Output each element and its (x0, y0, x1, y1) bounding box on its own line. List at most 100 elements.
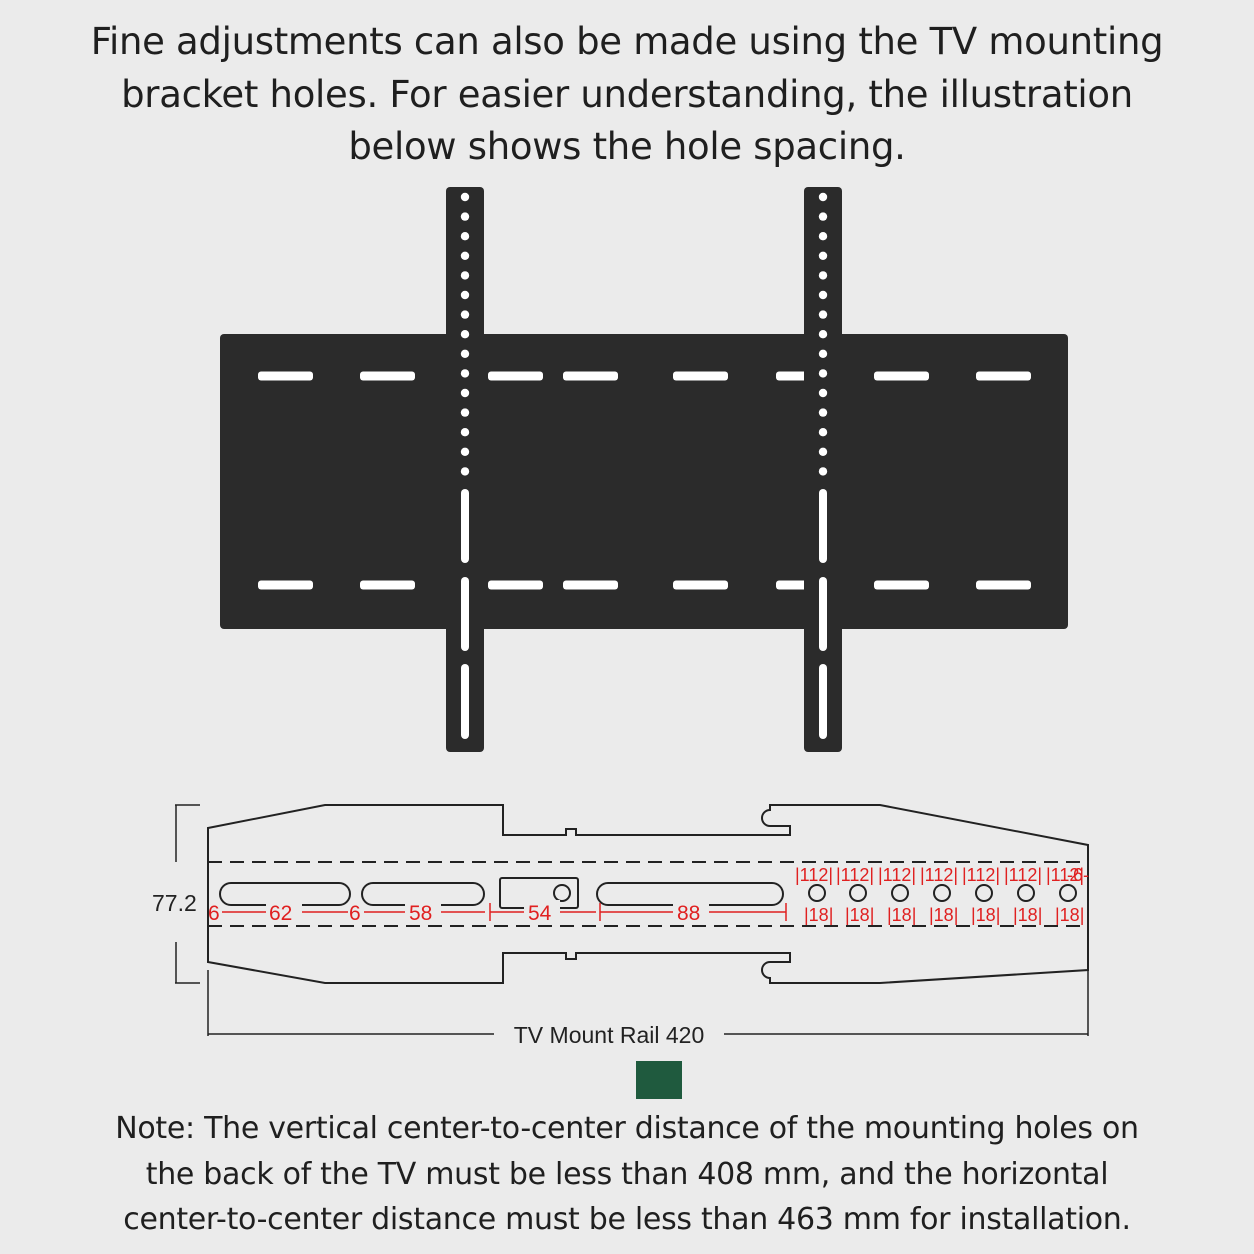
arm-hole-1-9 (818, 369, 828, 378)
rail-illustration: 77.2 6 62 6 58 54 88 |112||18||112||18||… (152, 804, 1089, 1048)
plate-slot-0-0 (258, 371, 313, 381)
rail-hole-6 (1059, 884, 1077, 902)
arm-hole-1-6 (818, 310, 828, 319)
note-line-1: Note: The vertical center-to-center dist… (115, 1111, 1139, 1146)
arm-hole-0-7 (460, 330, 470, 339)
arm-hole-1-5 (818, 290, 828, 300)
arm-hole-1-2 (818, 232, 828, 241)
plate-slot-0-1 (360, 371, 415, 381)
rail-hole-5 (1017, 884, 1035, 902)
rail-holes (808, 884, 1077, 902)
rail-length-label: TV Mount Rail 420 (514, 1022, 704, 1048)
arm-hole-0-3 (460, 251, 470, 260)
hole-top-label-5: |112| (1004, 865, 1042, 885)
arm-slot-1-0 (819, 489, 827, 563)
plate-slot-1-1 (360, 580, 415, 590)
plate-slots (258, 371, 1031, 590)
heading-line-1: Fine adjustments can also be made using … (90, 20, 1164, 63)
hole-bottom-label-3: |18| (929, 905, 958, 925)
arm-hole-0-2 (460, 232, 470, 241)
plate-slot-1-4 (673, 580, 728, 590)
arm-slot-0-1 (461, 577, 469, 651)
rail-outline (207, 804, 1089, 984)
color-swatch (636, 1061, 682, 1099)
hole-bottom-label-1: |18| (845, 905, 874, 925)
hole-top-label-end: -6- (1067, 865, 1089, 885)
hole-top-label-2: |112| (878, 865, 916, 885)
dim-label-54: 54 (528, 902, 552, 925)
note-text: Note: The vertical center-to-center dist… (0, 1106, 1254, 1243)
arm-hole-1-3 (818, 251, 828, 260)
plate-slot-0-4 (673, 371, 728, 381)
plate-slot-0-2 (488, 371, 543, 381)
hole-bottom-label-5: |18| (1013, 905, 1042, 925)
arm-hole-1-8 (818, 349, 828, 358)
arm-hole-0-6 (460, 310, 470, 319)
arm-hole-0-12 (460, 428, 470, 437)
arm-hole-1-13 (818, 447, 828, 456)
plate-slot-0-3 (563, 371, 618, 381)
mount-plate (220, 334, 1068, 629)
hole-top-label-4: |112| (962, 865, 1000, 885)
plate-slot-0-6 (874, 371, 929, 381)
hole-top-label-6: |112| (1046, 865, 1084, 885)
hole-bottom-label-2: |18| (887, 905, 916, 925)
arm-slot-1-2 (819, 664, 827, 739)
hole-bottom-label-6: |18| (1055, 905, 1084, 925)
dim-label-88: 88 (677, 902, 700, 925)
arm-hole-1-10 (818, 388, 828, 398)
rail-hole-3 (933, 884, 951, 902)
dim-54-bg (524, 900, 560, 924)
arm-hole-0-0 (460, 192, 470, 202)
rail-hole-0 (808, 884, 826, 902)
arm-slot-0-0 (461, 489, 469, 563)
plate-slot-1-2 (488, 580, 543, 590)
plate-slot-1-7 (976, 580, 1031, 590)
plate-slot-1-6 (874, 580, 929, 590)
arm-slot-0-2 (461, 664, 469, 739)
hole-top-label-3: |112| (920, 865, 958, 885)
arm-hole-1-0 (818, 192, 828, 202)
dim-label-6-left: 6 (208, 902, 220, 925)
plate-slot-0-7 (976, 371, 1031, 381)
dim-58-bg (405, 900, 441, 924)
note-line-2: the back of the TV must be less than 408… (145, 1156, 1109, 1192)
arm-hole-0-9 (460, 369, 470, 378)
slot-dimension-labels: 6 62 6 58 54 88 (208, 900, 709, 925)
height-dim-label: 77.2 (152, 890, 197, 916)
hole-dimension-labels: |112||18||112||18||112||18||112||18||112… (795, 865, 1089, 925)
arm-hole-0-13 (460, 447, 470, 456)
dim-62-bg (266, 900, 302, 924)
arm-hole-1-14 (818, 467, 828, 476)
arm-holes (460, 192, 828, 739)
arm-slot-1-1 (819, 577, 827, 651)
hole-top-label-1: |112| (836, 865, 874, 885)
arm-hole-1-4 (818, 271, 828, 280)
arm-hole-1-1 (818, 212, 828, 221)
arm-hole-0-5 (460, 290, 470, 300)
arm-hole-0-11 (460, 408, 470, 417)
note-line-3: center-to-center distance must be less t… (123, 1202, 1131, 1237)
heading-line-2: bracket holes. For easier understanding,… (121, 72, 1133, 116)
arm-hole-1-12 (818, 428, 828, 437)
heading-text: Fine adjustments can also be made using … (0, 16, 1254, 174)
arm-hole-1-11 (818, 408, 828, 417)
arm-hole-0-10 (460, 388, 470, 398)
hole-bottom-label-0: |18| (804, 905, 833, 925)
dim-label-62: 62 (269, 902, 292, 925)
arm-hole-0-4 (460, 271, 470, 280)
arm-hole-0-8 (460, 349, 470, 358)
plate-slot-1-0 (258, 580, 313, 590)
rail-hole-2 (891, 884, 909, 902)
hole-bottom-label-4: |18| (971, 905, 1000, 925)
plate-slot-1-3 (563, 580, 618, 590)
arm-hole-0-1 (460, 212, 470, 221)
heading-line-3: below shows the hole spacing. (348, 125, 906, 168)
rail-hole-4 (975, 884, 993, 902)
dim-88-bg (673, 900, 709, 924)
arm-hole-0-14 (460, 467, 470, 476)
hole-top-label-0: |112| (795, 865, 833, 885)
dim-label-58: 58 (409, 902, 432, 925)
dim-label-6-mid: 6 (349, 902, 361, 925)
